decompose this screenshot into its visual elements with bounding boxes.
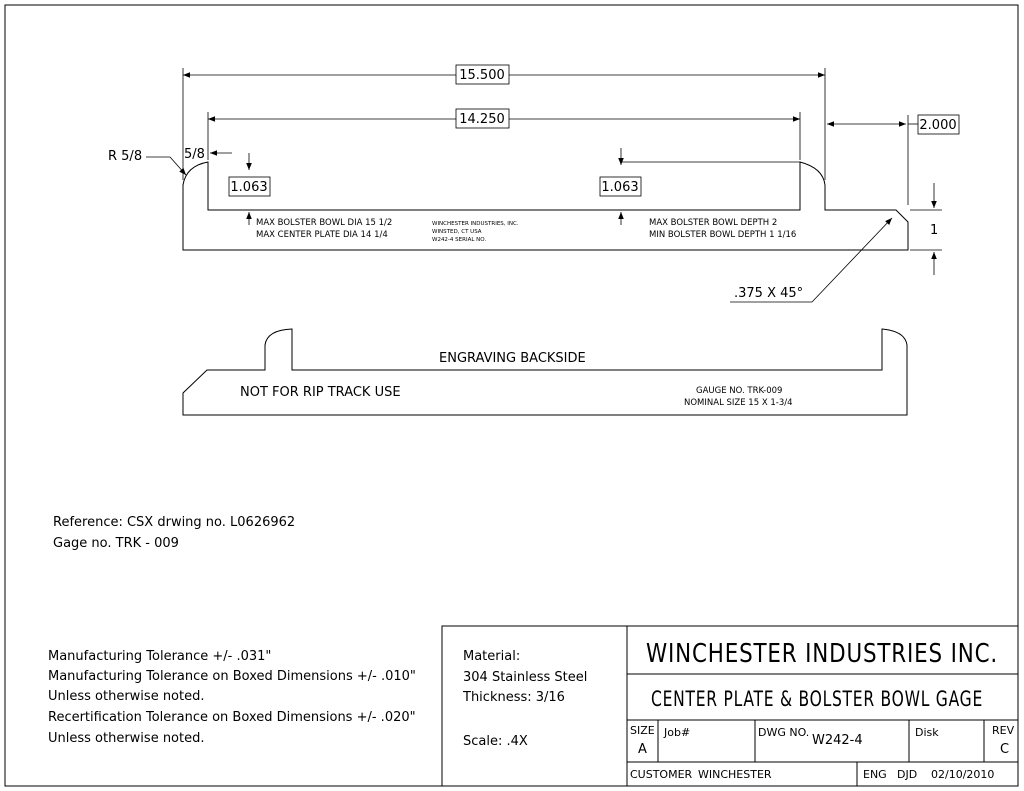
engraving-label: ENGRAVING BACKSIDE [439,351,586,366]
left-offset-label: 5/8 [184,147,205,162]
dim-inner-length-value: 14.250 [459,112,505,127]
stamp-line-1: WINCHESTER INDUSTRIES, INC. [432,221,519,227]
radius-leader [146,156,187,176]
dim-right-depth [599,148,800,225]
tolerance-line-2: Manufacturing Tolerance on Boxed Dimensi… [48,669,416,684]
gage-back-view [182,328,908,416]
customer-label: CUSTOMER [630,768,693,781]
gauge-no: GAUGE NO. TRK-009 [696,386,782,396]
material-scale: Scale: .4X [463,734,528,749]
disk-label: Disk [915,726,939,739]
material-thickness: Thickness: 3/16 [462,690,565,705]
material-value: 304 Stainless Steel [463,670,587,685]
title-block [441,625,1019,787]
tolerance-line-4: Recertification Tolerance on Boxed Dimen… [48,710,416,725]
dim-left-depth [228,153,271,225]
dwg-no-value: W242-4 [812,733,863,748]
rev-label: REV [992,724,1015,737]
reference-line-1: Reference: CSX drwing no. L0626962 [53,515,295,530]
chamfer-leader [730,217,893,303]
size-value: A [638,742,647,757]
tolerance-line-3: Unless otherwise noted. [48,689,205,704]
bowl-dia-note: MAX BOLSTER BOWL DIA 15 1/2 [256,218,392,228]
bowl-depth-max-note: MAX BOLSTER BOWL DEPTH 2 [649,218,777,228]
tolerance-line-5: Unless otherwise noted. [48,731,205,746]
company-name: WINCHESTER INDUSTRIES INC. [646,639,998,669]
drawing-date: 02/10/2010 [931,768,994,781]
drawing-title: CENTER PLATE & BOLSTER BOWL GAGE [651,687,983,711]
eng-value: DJD [897,768,917,781]
dwg-no-label: DWG NO. [758,726,809,739]
dim-height [910,183,942,275]
tolerance-line-1: Manufacturing Tolerance +/- .031" [48,649,271,664]
material-label: Material: [463,649,520,664]
stamp-line-2: WINSTED, CT USA [432,229,482,235]
bowl-depth-min-note: MIN BOLSTER BOWL DEPTH 1 1/16 [649,230,796,240]
job-label: Job# [663,726,690,739]
left-depth-value: 1.063 [230,180,267,195]
right-depth-value: 1.063 [601,180,638,195]
dim-overall-length-value: 15.500 [459,68,505,83]
dim-overall-length [182,64,826,180]
height-value: 1 [930,223,938,238]
stamp-line-3: W242-4 SERIAL NO. [432,237,486,243]
plate-dia-note: MAX CENTER PLATE DIA 14 1/4 [256,230,388,240]
customer-value: WINCHESTER [698,768,772,781]
dim-right-width [827,114,960,205]
eng-label: ENG [863,768,887,781]
rev-value: C [1000,742,1009,757]
chamfer-label: .375 X 45° [734,286,803,301]
radius-label: R 5/8 [108,149,142,164]
gage-front-view [182,161,909,251]
not-for-rip-track: NOT FOR RIP TRACK USE [240,385,401,400]
dim-right-width-value: 2.000 [919,118,956,133]
nominal-size: NOMINAL SIZE 15 X 1-3/4 [684,398,793,408]
size-label: SIZE [630,724,655,737]
reference-line-2: Gage no. TRK - 009 [53,536,179,551]
dim-inner-length [207,108,801,160]
